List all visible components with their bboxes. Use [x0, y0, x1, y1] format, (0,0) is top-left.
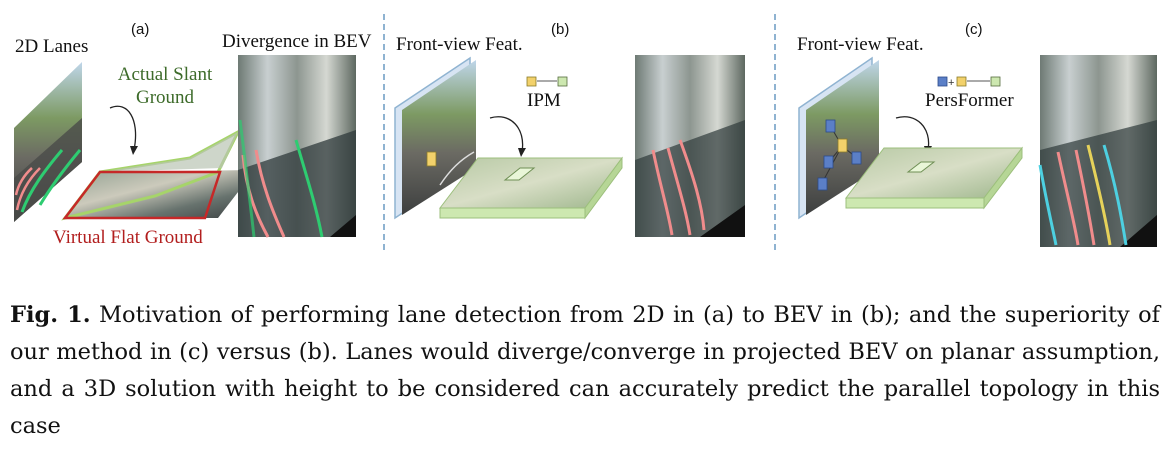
persformer-arrow [895, 116, 930, 151]
ipm-bev-result-image [635, 55, 745, 237]
virtual-flat-ground [62, 170, 222, 220]
2d-lanes-image [14, 62, 82, 222]
panel-c-tag: (c) [965, 21, 983, 38]
caption-prefix: Fig. 1. [10, 302, 91, 328]
divider-a-b [383, 14, 385, 250]
panel-a [14, 55, 356, 238]
label-2d-lanes: 2D Lanes [15, 36, 89, 57]
front-view-feature-c [798, 56, 879, 220]
panel-c: + [798, 55, 1157, 247]
figure-caption: Fig. 1. Motivation of performing lane de… [10, 297, 1160, 445]
ipm-arrowhead [518, 148, 526, 157]
panel-a-tag: (a) [131, 21, 150, 38]
ipm-arrow [489, 116, 524, 153]
label-ipm: IPM [527, 90, 561, 111]
divider-b-c [774, 14, 776, 250]
projection-arrowhead [130, 146, 138, 155]
label-actual-line1: Actual Slant [117, 64, 213, 85]
label-divergence-bev: Divergence in BEV [222, 31, 372, 52]
persformer-mapping-icon: + [937, 76, 1001, 89]
label-front-view-c: Front-view Feat. [797, 34, 924, 55]
bev-slab-c [844, 146, 1024, 210]
label-virtual-flat-ground: Virtual Flat Ground [53, 227, 203, 248]
front-view-feature-b [394, 56, 476, 220]
persformer-bev-result-image [1038, 55, 1157, 247]
divergence-bev-image [238, 55, 356, 238]
svg-text:+: + [948, 77, 954, 89]
caption-text: Motivation of performing lane detection … [10, 302, 1160, 439]
label-persformer: PersFormer [925, 90, 1014, 111]
bev-slab-b [438, 156, 623, 220]
label-actual-slant-ground: Actual Slant Ground [112, 63, 218, 109]
panel-b [394, 55, 745, 237]
label-actual-line2: Ground [135, 87, 195, 108]
ipm-mapping-icon [526, 76, 568, 87]
ground-planes [61, 128, 255, 221]
panel-b-tag: (b) [551, 21, 570, 38]
projection-arrow [109, 105, 137, 151]
figure-canvas: + [14, 55, 1157, 247]
label-front-view-b: Front-view Feat. [396, 34, 523, 55]
